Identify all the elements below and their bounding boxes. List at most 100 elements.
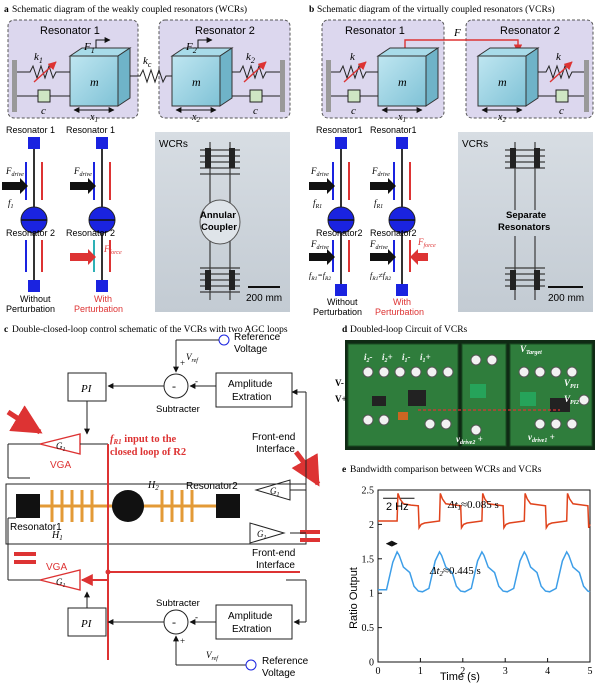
wcr-k1-label: k1 — [34, 51, 43, 65]
vcr-resonator2-title: Resonator 2 — [500, 25, 560, 37]
frontend-bottom-line2: Interface — [256, 560, 295, 571]
wcr-without-label-2: Perturbation — [6, 304, 55, 314]
vcr-with-label: With — [393, 297, 411, 307]
label-vpi1: VPI1 — [564, 378, 579, 390]
panel-b-title: Schematic diagram of the virtually coupl… — [317, 4, 555, 15]
panel-a-letter: a — [4, 5, 9, 15]
vcr-scale-label: 200 mm — [548, 293, 584, 304]
vcr-damper1-label: c — [351, 105, 356, 117]
frontend-bottom-line1: Front-end — [252, 548, 295, 559]
vcr-fdrive-label-1: Fdrive — [310, 166, 329, 178]
subtracter-bottom-sign: - — [172, 615, 176, 629]
vcr-force-arrow — [410, 249, 428, 265]
wcr-mass1-label: m — [90, 75, 99, 89]
x-tick-label: 3 — [503, 666, 508, 677]
wcr-damper1 — [37, 89, 51, 103]
panel-a-title: Schematic diagram of the weakly coupled … — [12, 4, 247, 15]
wcr-drive-arrow-left — [2, 178, 28, 194]
subtracter-bottom-label: Subtracter — [156, 598, 200, 609]
amp-top-line2: Extration — [232, 392, 271, 403]
panel-b: b Schematic diagram of the virtually cou… — [309, 4, 594, 317]
panel-d-title: Doubled-loop Circuit of VCRs — [350, 324, 468, 335]
wcr-perturbation-arrow — [70, 249, 96, 265]
wcr-photo-label: WCRs — [159, 139, 188, 150]
subtracter-top-label: Subtracter — [156, 404, 200, 415]
subtracter-bottom — [163, 609, 189, 635]
vcr-disp1-label: x1 — [397, 112, 406, 124]
panel-b-letter: b — [309, 5, 314, 15]
vcr-without-label: Without — [327, 297, 358, 307]
label-i2-minus: i2- — [364, 352, 373, 364]
vcr-series-line — [378, 550, 591, 593]
wcr-fpert-label: Fforce — [103, 244, 122, 256]
vcr-fforce-label: Fforce — [417, 237, 436, 249]
wcr-mode-res2-label-left: Resonator 2 — [6, 228, 55, 238]
frontend-bottom-gain: G1 — [257, 529, 267, 541]
wcr-disp2-label: x2 — [191, 112, 200, 124]
wcr-k2-tuning-arrow — [243, 61, 267, 83]
vcr-force-label: F — [453, 27, 461, 39]
vcr-mode-res1-label-right: Resonator1 — [370, 125, 417, 135]
vcr-mass1: m — [376, 47, 440, 107]
wcr-photo-coupler: Coupler — [201, 222, 237, 233]
wcr-k2-label: k2 — [246, 51, 255, 65]
wcr-force1-label: F1 — [83, 41, 95, 55]
wcr-spring-k2 — [232, 64, 280, 80]
vga-bottom — [39, 569, 81, 591]
vref-bottom-label: Vref — [206, 650, 219, 662]
panel-e-letter: e — [342, 465, 346, 475]
wcr-anchor-bottom-right — [96, 280, 108, 292]
wcr-with-label: With — [94, 294, 112, 304]
ref-voltage-top-node — [218, 334, 230, 346]
y-tick-label: 0.5 — [362, 623, 375, 634]
amp-top-line1: Amplitude — [228, 379, 273, 390]
wcr-anchor-top-left — [28, 137, 40, 149]
resonator2-anchor — [216, 494, 240, 518]
frontend-top-line2: Interface — [256, 444, 295, 455]
vcr-mass2: m — [476, 47, 540, 107]
label-i1-plus: i1+ — [420, 352, 431, 364]
x-tick-label: 5 — [588, 666, 593, 677]
vcr-freq-eq-label: fR1=fR2 — [309, 271, 331, 282]
wcr-mode-res1-label-right: Resonator 1 — [66, 125, 115, 135]
wcr-mass2-label: m — [192, 75, 201, 89]
y-tick-label: 1 — [369, 589, 374, 600]
vcr-resonator1-title: Resonator 1 — [345, 25, 405, 37]
resonator1-anchor — [16, 494, 40, 518]
wcr-coupling-spring — [130, 68, 172, 84]
panel-c-title: Double-closed-loop control schematic of … — [12, 324, 288, 335]
wcr-anchor-bottom-left — [28, 280, 40, 292]
pcb-photo — [345, 340, 595, 450]
wcr-wall-left — [12, 60, 17, 112]
amp-bottom-line2: Extration — [232, 624, 271, 635]
wcr-wall-right — [280, 60, 285, 112]
wcr-photo-annular: Annular — [200, 210, 236, 221]
panel-d-letter: d — [342, 325, 348, 335]
vcr-fr1-label-2: fR1 — [374, 198, 383, 210]
wcr-scale-label: 200 mm — [246, 293, 282, 304]
x-tick-label: 2 — [460, 666, 465, 677]
y-tick-label: 2 — [369, 520, 374, 531]
label-vminus: V- — [335, 378, 344, 388]
y-axis-label: Ratio Output — [348, 567, 360, 629]
sum-top-plus: + — [180, 358, 185, 368]
wcr-coupling-label: kc — [143, 55, 152, 69]
frontend-top-gain: G1 — [270, 486, 280, 498]
wcr-spring-k1 — [17, 64, 70, 80]
vcr-mode-res1-label-left: Resonator1 — [316, 125, 363, 135]
vcr-mode-without: Resonator1 Fdrive fR1 Resonator2 Fdrive … — [309, 125, 363, 317]
vcr-freq-neq-label: fR1≠fR2 — [370, 271, 391, 282]
wcr-damper2-label: c — [253, 105, 258, 117]
wcr-mode-res1-label-left: Resonator 1 — [6, 125, 55, 135]
wcr-with-label-2: Perturbation — [74, 304, 123, 314]
vcr-drive-arrow-left-bottom — [309, 249, 335, 265]
ref-voltage-bottom-node — [245, 659, 257, 671]
pi-top-label: PI — [80, 383, 93, 395]
vcr-photo-resonators: Resonators — [498, 222, 550, 233]
panel-c-letter: c — [4, 325, 8, 335]
wcr-fdrive-label-right: Fdrive — [73, 166, 92, 178]
vcr-fdrive-label-2: Fdrive — [310, 239, 329, 251]
panel-e: e Bandwidth comparison between WCRs and … — [342, 465, 593, 683]
wcr-without-label: Without — [20, 294, 51, 304]
